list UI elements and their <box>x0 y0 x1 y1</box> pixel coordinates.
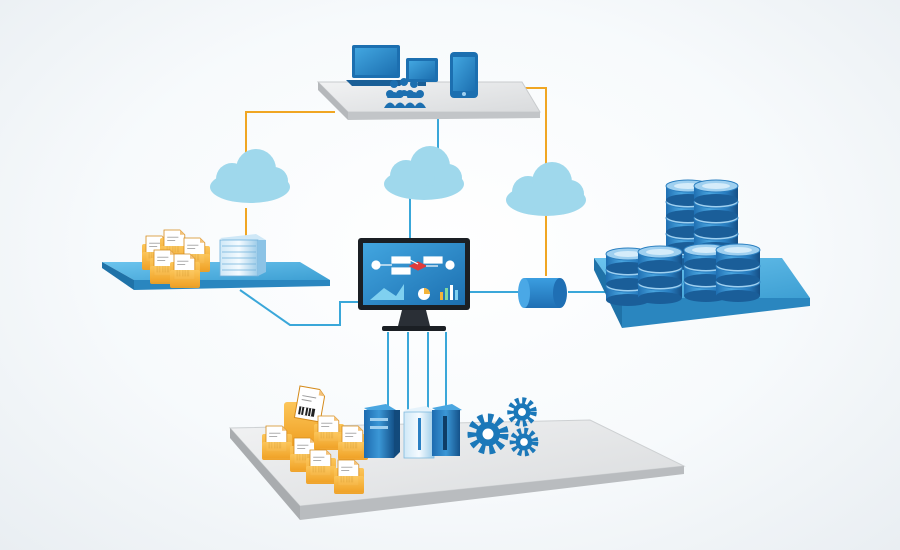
cloud-icon <box>506 162 586 216</box>
server-icon <box>364 404 400 458</box>
cloud-icon <box>384 146 464 200</box>
server-icon <box>404 406 436 458</box>
database-icon <box>638 246 682 304</box>
bottom-platform-processing <box>230 386 684 520</box>
left-platform <box>102 262 330 280</box>
cylinder-icon <box>518 278 567 308</box>
connector-left-platform-monitor <box>240 290 358 325</box>
server-icon <box>220 234 266 276</box>
phone-icon <box>450 52 478 98</box>
gear-icon <box>510 400 533 423</box>
top-platform-devices <box>318 45 540 120</box>
database-icon <box>694 180 738 254</box>
top-platform <box>318 82 540 112</box>
right-platform-databases <box>594 180 810 328</box>
server-icon <box>432 404 462 456</box>
monitor-icon <box>358 238 470 331</box>
database-icon <box>716 244 760 302</box>
cloud-icon <box>210 149 290 203</box>
laptop-icon <box>346 45 406 86</box>
left-platform-documents <box>102 230 330 290</box>
